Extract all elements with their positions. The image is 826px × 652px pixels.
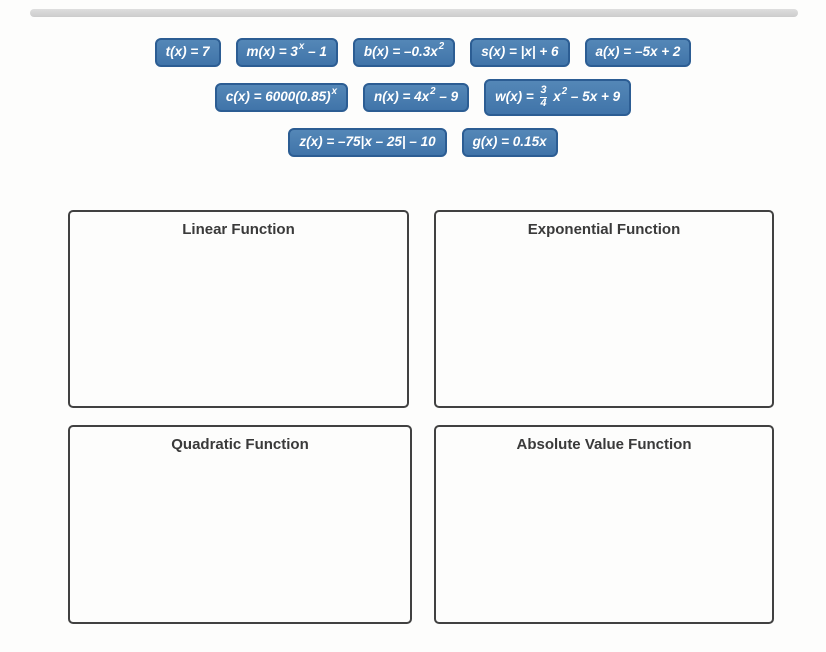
drop-box-linear-function[interactable]: Linear Function (68, 210, 409, 408)
function-tile-c[interactable]: c(x) = 6000(0.85)x (214, 82, 348, 112)
function-tile-g[interactable]: g(x) = 0.15x (461, 127, 558, 157)
function-tile-s[interactable]: s(x) = |x| + 6 (470, 38, 570, 67)
box-title-absolute-value: Absolute Value Function (516, 436, 692, 453)
drop-box-exponential-function[interactable]: Exponential Function (434, 210, 774, 408)
box-title-linear: Linear Function (182, 221, 295, 238)
top-divider-bar (30, 9, 798, 17)
drop-box-absolute-value-function[interactable]: Absolute Value Function (434, 425, 774, 624)
box-title-exponential: Exponential Function (527, 221, 681, 238)
function-tile-a[interactable]: a(x) = –5x + 2 (584, 38, 692, 67)
drop-box-quadratic-function[interactable]: Quadratic Function (68, 425, 412, 624)
function-tile-z[interactable]: z(x) = –75|x – 25| – 10 (288, 127, 447, 157)
box-title-quadratic: Quadratic Function (171, 436, 309, 453)
tile-row: z(x) = –75|x – 25| – 10 g(x) = 0.15x (288, 127, 558, 157)
function-tile-t[interactable]: t(x) = 7 (154, 38, 221, 67)
